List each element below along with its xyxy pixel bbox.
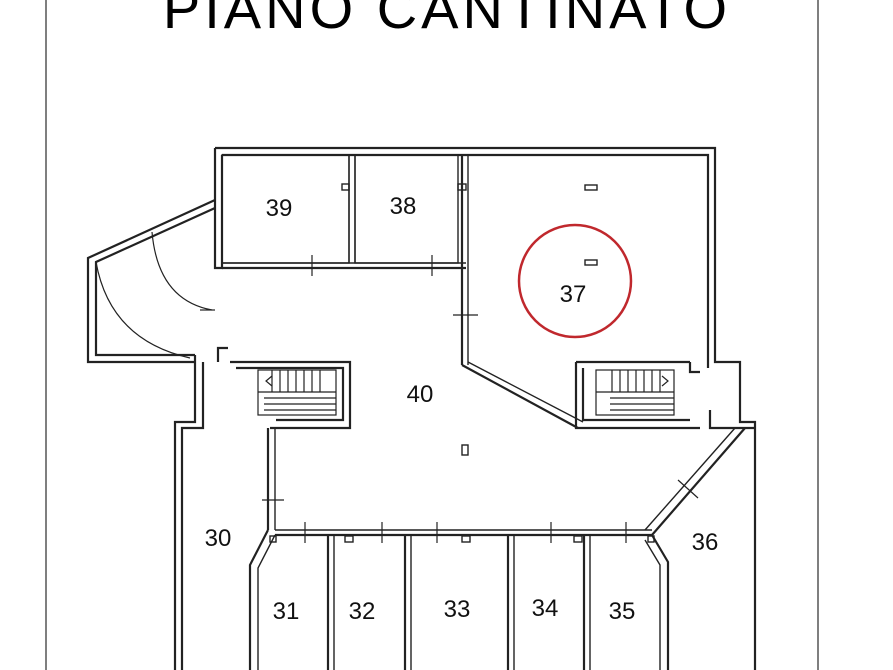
outer-walls	[86, 146, 757, 670]
room-label-35: 35	[609, 598, 636, 625]
highlight-circle	[517, 223, 633, 339]
room-label-31: 31	[273, 598, 300, 625]
room-label-40: 40	[407, 381, 434, 408]
room-label-38: 38	[390, 193, 417, 220]
room-label-37: 37	[560, 281, 587, 308]
room-label-39: 39	[266, 195, 293, 222]
room-label-33: 33	[444, 596, 471, 623]
left-stairs	[257, 369, 337, 416]
plan-title: PIANO CANTINATO	[163, 0, 731, 40]
sheet-frame	[45, 0, 819, 670]
lower-partitions	[248, 427, 746, 670]
room-label-36: 36	[692, 529, 719, 556]
room-label-34: 34	[532, 595, 559, 622]
upper-partitions	[221, 154, 598, 429]
right-stairs	[595, 369, 675, 416]
room-label-30: 30	[205, 525, 232, 552]
room-label-32: 32	[349, 598, 376, 625]
